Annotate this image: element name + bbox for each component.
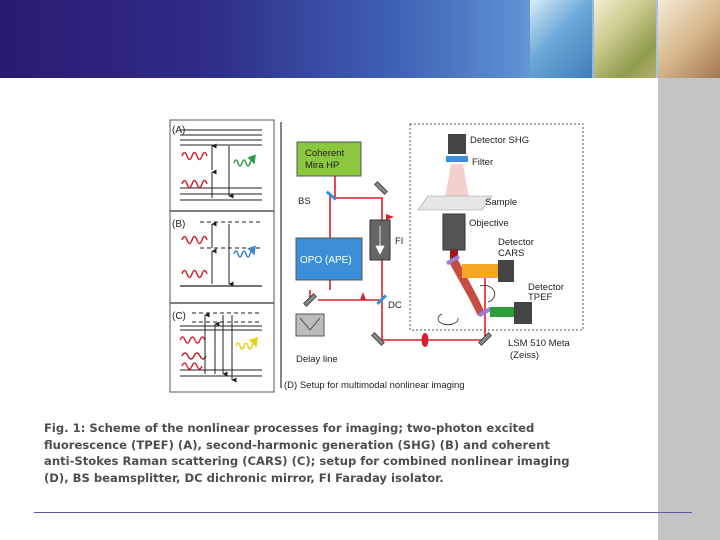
- panel-b-shg: (B): [172, 219, 262, 287]
- detector-tpef-label-2: TPEF: [528, 292, 552, 303]
- panel-b-pump-wave-1: [181, 235, 208, 245]
- delay-line-label: Delay line: [296, 354, 338, 365]
- laser-box: [296, 141, 362, 177]
- laser-label-1: Coherent: [305, 148, 344, 159]
- caption-line-2: fluorescence (TPEF) (A), second-harmonic…: [44, 437, 550, 452]
- caption-line-3: anti-Stokes Raman scattering (CARS) (C);…: [44, 454, 570, 468]
- caption-line-1: Fig. 1: Scheme of the nonlinear processe…: [44, 421, 535, 435]
- panel-c-cars: (C): [172, 311, 262, 383]
- sample-plane: [417, 195, 493, 211]
- panel-c-pump-wave-2: [181, 362, 203, 370]
- objective-lens: [442, 213, 466, 251]
- detector-cars-label-2: CARS: [498, 248, 524, 259]
- figure-caption: Fig. 1: Scheme of the nonlinear processe…: [44, 420, 604, 486]
- caption-line-4: (D), BS beamsplitter, DC dichronic mirro…: [44, 470, 444, 485]
- detector-shg-label: Detector SHG: [470, 135, 529, 146]
- footer-rule: [34, 512, 692, 513]
- right-sidebar-strip: [658, 78, 720, 540]
- figure-diagram: (A) (B) (C): [169, 119, 584, 393]
- red-pulse-marks: [360, 214, 429, 347]
- dichroic-mirror: [376, 294, 387, 305]
- filter-label: Filter: [472, 157, 493, 168]
- opo-label: OPO (APE): [300, 255, 352, 266]
- bs-label: BS: [298, 196, 311, 207]
- laser-label-2: Mira HP: [305, 160, 339, 171]
- detector-cars-label-1: Detector: [498, 237, 534, 248]
- opo-box: [295, 237, 363, 281]
- panel-c-stokes-wave: [181, 352, 207, 360]
- panel-a-tpef: (A): [172, 125, 262, 201]
- setup-title: (D) Setup for multimodal nonlinear imagi…: [284, 380, 465, 391]
- beamsplitter: [325, 190, 337, 201]
- panel-b-label: (B): [172, 219, 185, 230]
- header-photo-clock: [530, 0, 592, 78]
- panel-a-pump-wave-2: [181, 179, 208, 189]
- panel-c-antistokes-wave: [235, 336, 259, 350]
- fi-label: FI: [395, 236, 403, 247]
- panel-a-fluorescence-wave: [233, 154, 256, 167]
- panel-c-label: (C): [172, 311, 186, 322]
- panel-b-pump-wave-2: [181, 269, 208, 279]
- header-photo-pen: [658, 0, 720, 78]
- panel-c-pump-wave-1: [179, 336, 206, 344]
- sample-label: Sample: [485, 197, 517, 208]
- detector-tpef-box: [514, 302, 532, 324]
- objective-label: Objective: [469, 218, 509, 229]
- microscope-label-2: (Zeiss): [510, 350, 539, 361]
- header-photo-map: [594, 0, 656, 78]
- panel-a-label: (A): [172, 125, 185, 136]
- panel-a-pump-wave-1: [181, 151, 208, 161]
- delay-line-prism: [295, 313, 325, 337]
- filter-element: [446, 156, 468, 162]
- tpef-beam: [490, 307, 514, 317]
- emission-cone: [445, 164, 469, 198]
- detector-cars-box: [498, 260, 514, 282]
- detector-tpef-label-1: Detector: [528, 282, 564, 293]
- mirror-icons: [303, 181, 492, 346]
- microscope-box: [409, 123, 584, 331]
- cars-beam: [462, 264, 498, 278]
- energy-diagram-panels: [169, 119, 275, 393]
- microscope-label-1: LSM 510 Meta: [508, 338, 570, 349]
- scan-beam: [450, 260, 485, 316]
- setup-d: Coherent Mira HP BS OPO (APE) FI DC Dela…: [284, 123, 584, 391]
- dc-label: DC: [388, 300, 402, 311]
- detector-shg-box: [448, 134, 466, 154]
- panel-b-shg-wave: [233, 245, 256, 258]
